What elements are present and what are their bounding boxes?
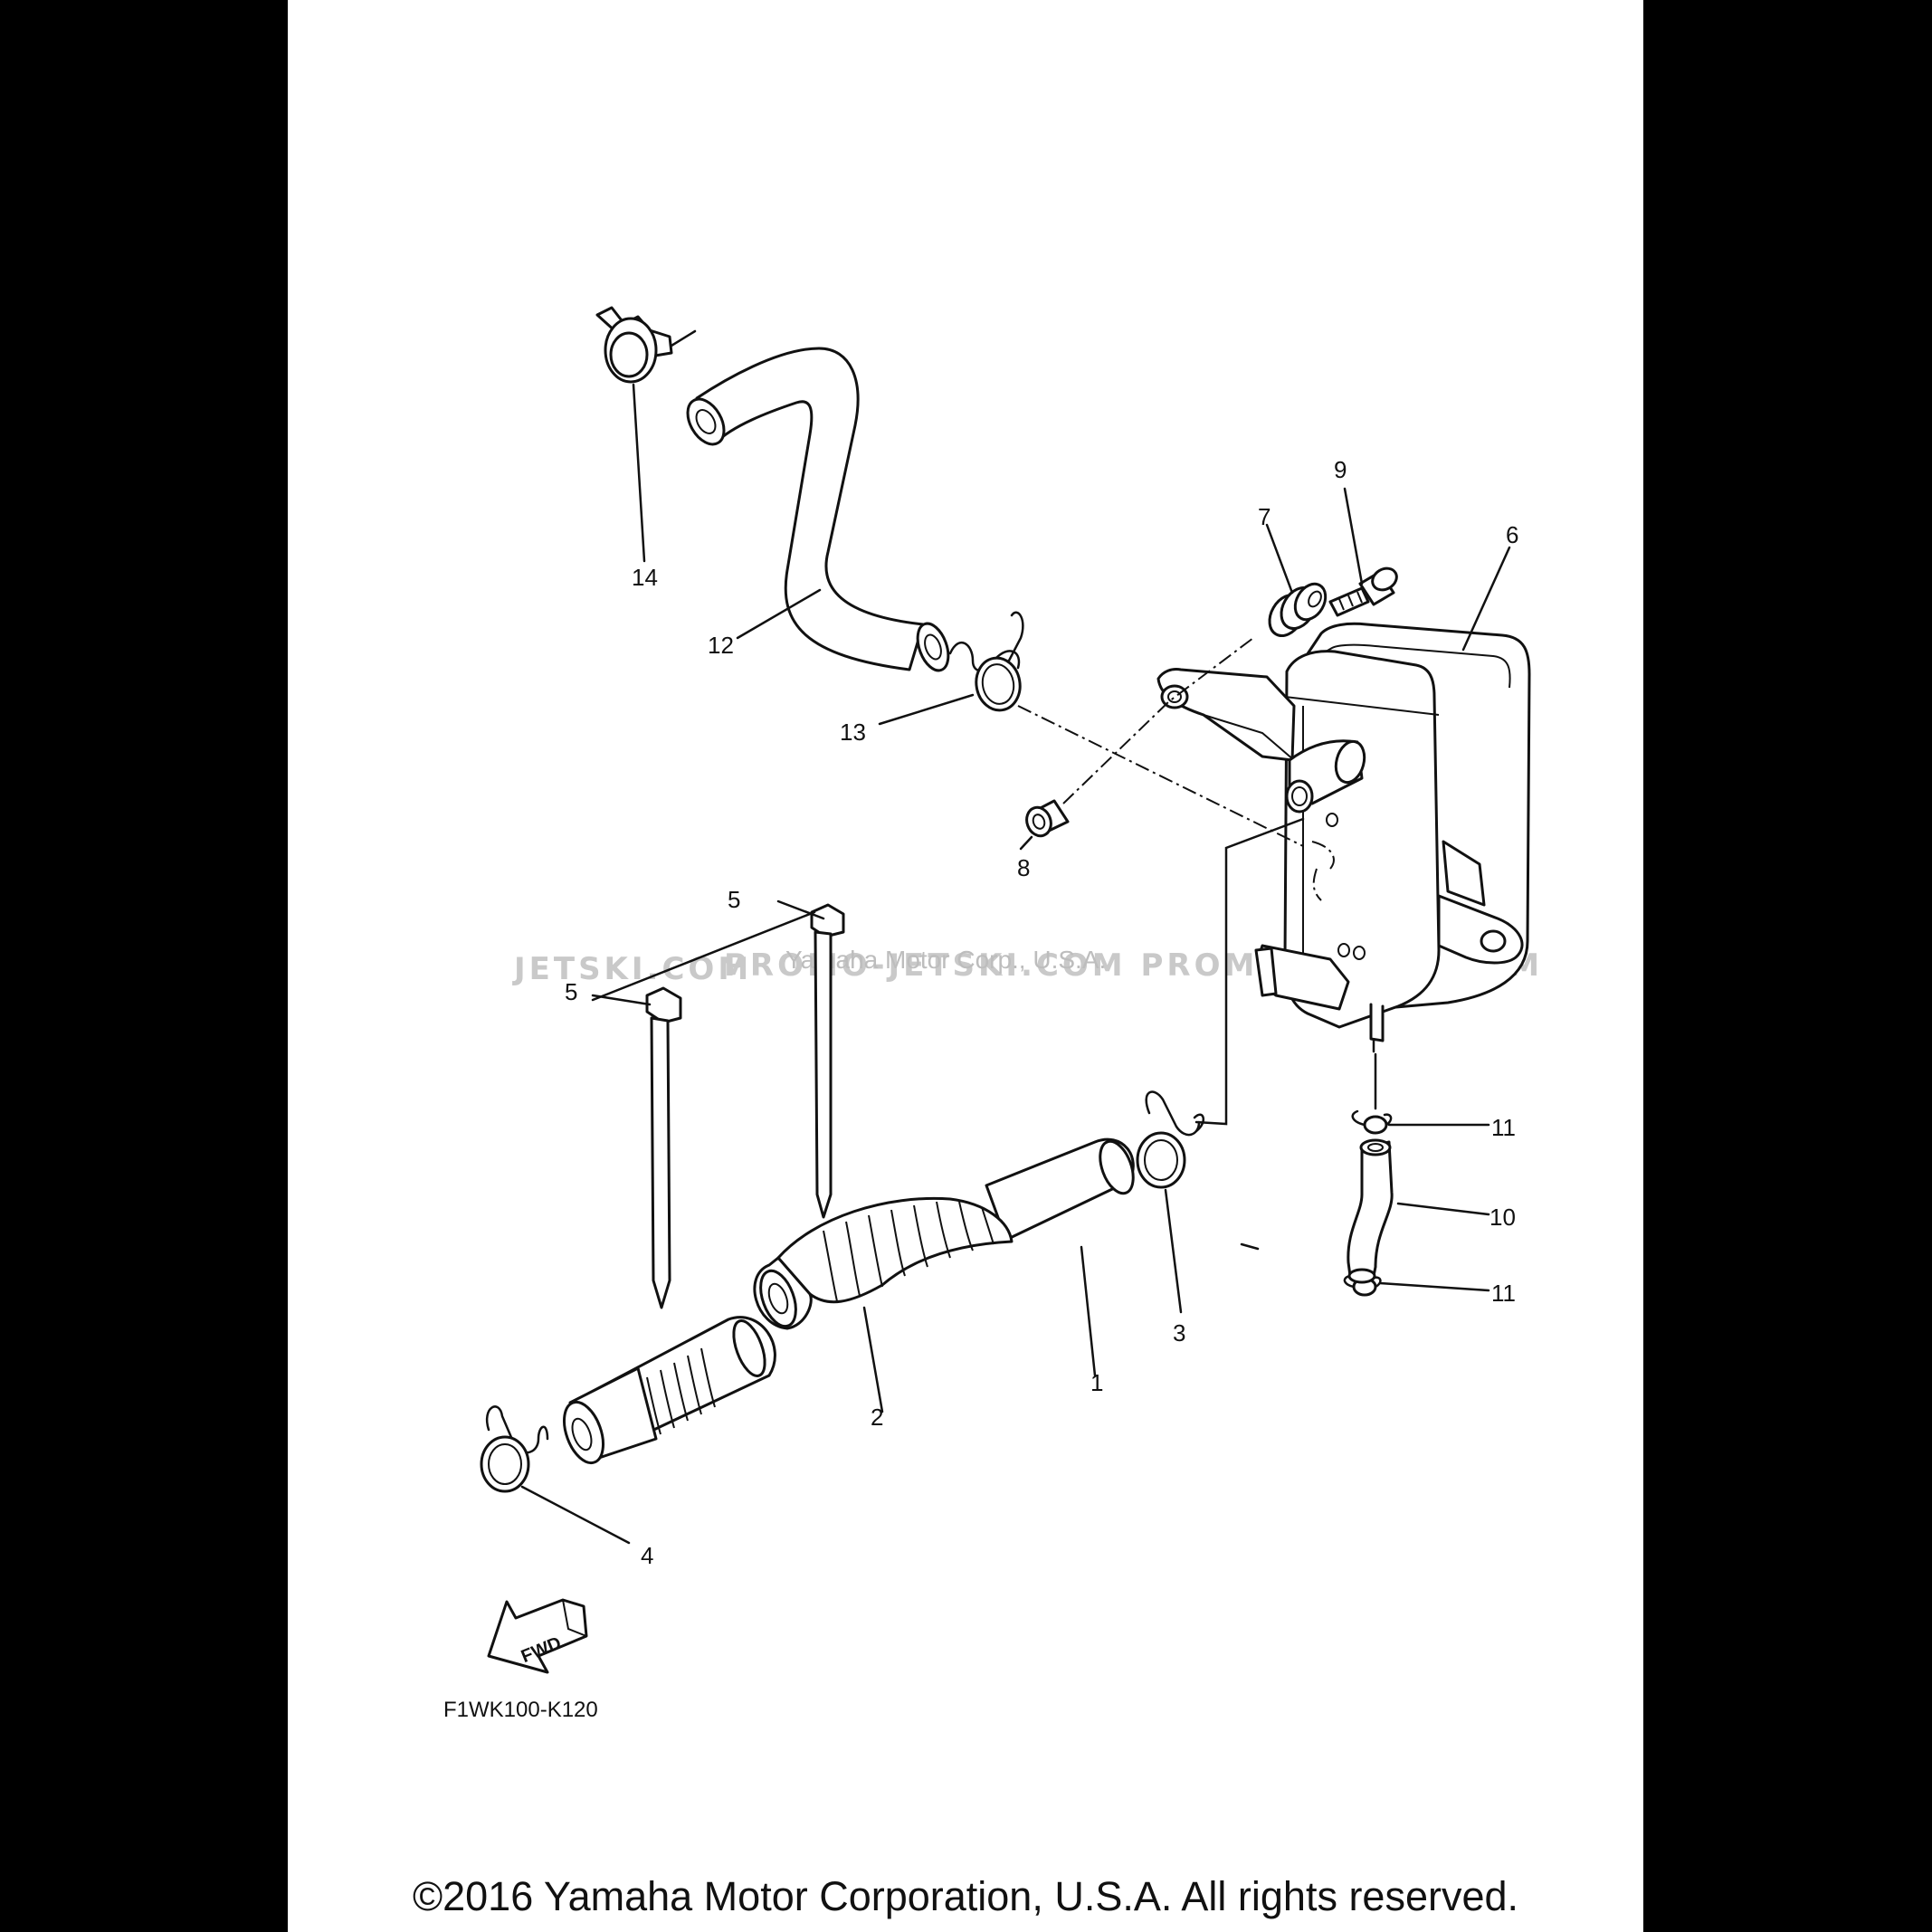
cable-tie-5a [810,903,845,1219]
fwd-arrow-icon: FWD [487,1598,588,1674]
box-6 [1156,622,1531,1053]
clamp-11-upper [1351,1109,1393,1135]
clamp-14 [595,306,697,384]
leader-lines [520,383,1511,1545]
collar-8 [1025,799,1070,838]
label-part-7: 7 [1258,503,1271,530]
label-part-5-lower: 5 [728,886,740,913]
label-part-3: 3 [1173,1319,1185,1347]
label-part-11-upper: 11 [1491,1114,1516,1141]
watermark-left: JETSKI.COM [512,951,752,987]
hose-2 [563,1316,776,1465]
bolt-9 [1328,566,1398,617]
label-part-11-lower: 11 [1491,1280,1516,1307]
watermark-center: Yamaha Motor Corp., U.S.A. [785,946,1106,974]
hose-12 [686,347,950,672]
label-part-6: 6 [1506,521,1518,548]
label-part-5-upper: 5 [565,978,577,1005]
drawing-code: F1WK100-K120 [443,1698,598,1722]
label-part-4: 4 [641,1542,653,1569]
assembly-line-3 [1194,817,1305,1126]
label-part-13: 13 [840,719,866,746]
assembly-line-8 [1062,637,1254,804]
assembly-line-13 [1017,705,1304,847]
label-part-9: 9 [1334,456,1347,483]
hose-10 [1347,1138,1394,1284]
clamp-4 [480,1405,549,1493]
label-part-8: 8 [1017,854,1030,881]
clamp-13 [948,611,1024,712]
label-part-1: 1 [1090,1369,1103,1396]
label-part-12: 12 [708,632,734,659]
clamp-3 [1136,1090,1204,1189]
grommet-7 [1268,582,1328,637]
copyright-footer: ©2016 Yamaha Motor Corporation, U.S.A. A… [412,1873,1519,1919]
hose-1 [753,1137,1135,1330]
cable-tie-5b [645,986,682,1309]
label-part-14: 14 [632,564,658,591]
label-part-10: 10 [1489,1204,1516,1231]
label-part-2: 2 [871,1404,883,1431]
